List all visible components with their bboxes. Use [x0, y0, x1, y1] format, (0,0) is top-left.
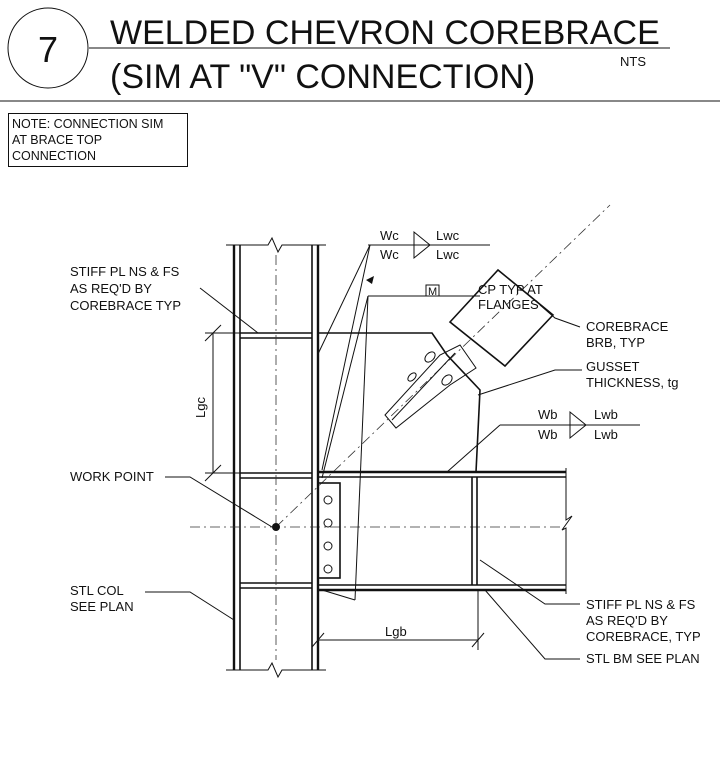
corebrace-leader	[539, 304, 581, 328]
weld-lwc-top: Lwc	[436, 228, 460, 243]
dim-lgb	[311, 590, 485, 650]
work-point-marker	[272, 523, 280, 531]
weld-lwb-top: Lwb	[594, 407, 618, 422]
stiff-col-label-1: STIFF PL NS & FS	[70, 264, 180, 279]
dim-lgc	[204, 324, 240, 482]
scale-label: NTS	[620, 54, 646, 69]
weld-wc-top: Wc	[380, 228, 399, 243]
beam-weld-symbol	[446, 410, 640, 473]
stl-col-label-1: STL COL	[70, 583, 124, 598]
stiff-beam-label-1: STIFF PL NS & FS	[586, 597, 696, 612]
stiff-col-leader	[199, 287, 259, 334]
cp-label-2: FLANGES	[478, 297, 539, 312]
detail-number: 7	[38, 29, 58, 70]
note-line-2: AT BRACE TOP	[12, 133, 103, 147]
gusset-leader	[477, 369, 582, 396]
corebrace-label-1: COREBRACE	[586, 319, 669, 334]
gusset-label-1: GUSSET	[586, 359, 640, 374]
shear-tab	[317, 482, 341, 579]
corebrace-label-2: BRB, TYP	[586, 335, 645, 350]
stl-col-label-2: SEE PLAN	[70, 599, 134, 614]
stiff-beam-label-3: COREBRACE, TYP	[586, 629, 701, 644]
note-box: NOTE: CONNECTION SIM AT BRACE TOP CONNEC…	[8, 113, 188, 167]
corebrace-brb	[384, 268, 555, 429]
work-point-leader	[165, 476, 273, 528]
stiff-col-label-3: COREBRACE TYP	[70, 298, 181, 313]
weld-wc-bot: Wc	[380, 247, 399, 262]
stiff-col-label-2: AS REQ'D BY	[70, 281, 152, 296]
stl-bm-leader	[484, 589, 580, 660]
note-line-1: NOTE: CONNECTION SIM	[12, 117, 164, 131]
detail-number-bubble	[7, 7, 89, 89]
note-line-3: CONNECTION	[12, 149, 97, 163]
dim-lgc-label: Lgc	[193, 397, 208, 418]
weld-lwc-bot: Lwc	[436, 247, 460, 262]
gusset-plate	[318, 332, 481, 473]
weld-lwb-bot: Lwb	[594, 427, 618, 442]
title-line-1: WELDED CHEVRON COREBRACE	[110, 14, 660, 52]
cp-weld-leader	[321, 276, 480, 601]
stiff-beam-label-2: AS REQ'D BY	[586, 613, 668, 628]
stl-bm-label: STL BM SEE PLAN	[586, 651, 700, 666]
stiff-beam-leader	[479, 559, 580, 605]
dim-lgb-label: Lgb	[385, 624, 407, 639]
title-line-2: (SIM AT "V" CONNECTION)	[110, 58, 535, 96]
gusset-label-2: THICKNESS, tg	[586, 375, 678, 390]
brace-workline	[275, 204, 611, 528]
stl-col-leader	[145, 591, 235, 621]
cp-label-1: CP TYP AT	[478, 282, 543, 297]
weld-wb-bot: Wb	[538, 427, 558, 442]
m-mark: M	[428, 286, 437, 298]
work-point-label: WORK POINT	[70, 469, 154, 484]
column-weld-symbol	[317, 230, 490, 471]
weld-wb-top: Wb	[538, 407, 558, 422]
steel-column	[226, 236, 326, 679]
